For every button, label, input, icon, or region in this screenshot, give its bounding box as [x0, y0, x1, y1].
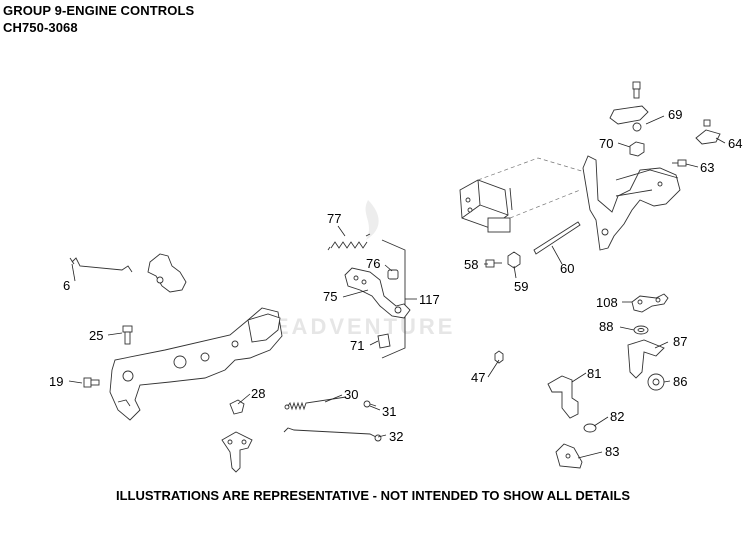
part-60-shaft	[533, 221, 581, 255]
part-69-bracket	[609, 81, 649, 132]
callout-70: 70	[599, 136, 613, 151]
part-83-bracket	[555, 443, 583, 469]
part-64-clip	[695, 119, 721, 145]
part-59-nut	[507, 251, 521, 269]
solenoid-assembly	[459, 179, 513, 233]
main-throttle-bracket	[582, 155, 681, 251]
part-82-washer	[583, 423, 597, 433]
watermark: READVENTURE	[255, 200, 455, 339]
part-77-spring	[327, 233, 371, 251]
part-108-lever	[631, 293, 669, 313]
callout-19: 19	[49, 374, 63, 389]
part-71-pin	[377, 333, 391, 349]
model-number: CH750-3068	[3, 20, 78, 35]
callout-108: 108	[596, 295, 618, 310]
callout-69: 69	[668, 107, 682, 122]
callout-77: 77	[327, 211, 341, 226]
part-30-spring	[284, 396, 347, 411]
callout-117: 117	[419, 292, 440, 307]
part-86-gear	[647, 373, 665, 391]
part-70-bushing	[629, 141, 645, 157]
callout-60: 60	[560, 261, 574, 276]
callout-71: 71	[350, 338, 364, 353]
part-31-screw	[363, 400, 377, 408]
callout-59: 59	[514, 279, 528, 294]
callout-25: 25	[89, 328, 103, 343]
page-title: GROUP 9-ENGINE CONTROLS	[3, 3, 195, 18]
callout-numbers: 6 19 25 28 30 31 32 47 58 59 60 63 64 69…	[49, 107, 742, 459]
callout-47: 47	[471, 370, 485, 385]
part-28-clip	[229, 399, 245, 415]
callout-87: 87	[673, 334, 687, 349]
part-76-nut	[387, 269, 399, 280]
callout-88: 88	[599, 319, 613, 334]
callout-63: 63	[700, 160, 714, 175]
control-bracket-plate	[109, 307, 283, 421]
callout-28: 28	[251, 386, 265, 401]
callout-81: 81	[587, 366, 601, 381]
leader-lines	[68, 115, 726, 459]
part-81-bracket	[547, 375, 579, 419]
callout-32: 32	[389, 429, 403, 444]
linkage-dashes	[477, 157, 586, 219]
callout-6: 6	[63, 278, 70, 293]
callout-31: 31	[382, 404, 396, 419]
part-25-bolt	[122, 325, 133, 345]
part-88-washer	[633, 325, 649, 335]
part-19-bolt	[83, 377, 100, 388]
callout-30: 30	[344, 387, 358, 402]
callout-58: 58	[464, 257, 478, 272]
callout-75: 75	[323, 289, 337, 304]
callout-86: 86	[673, 374, 687, 389]
callout-83: 83	[605, 444, 619, 459]
part-47-nut	[494, 350, 504, 364]
callout-76: 76	[366, 256, 380, 271]
disclaimer-note: ILLUSTRATIONS ARE REPRESENTATIVE - NOT I…	[116, 488, 630, 503]
part-63-screw	[672, 159, 687, 167]
part-58-screw	[485, 259, 502, 268]
small-throttle-bracket	[221, 431, 253, 473]
part-6-linkage	[69, 253, 187, 293]
part-87-bracket	[627, 339, 665, 379]
callout-82: 82	[610, 409, 624, 424]
watermark-text: READVENTURE	[255, 314, 455, 339]
part-32-rod	[283, 427, 382, 442]
part-75-lever	[344, 267, 411, 319]
callout-64: 64	[728, 136, 742, 151]
